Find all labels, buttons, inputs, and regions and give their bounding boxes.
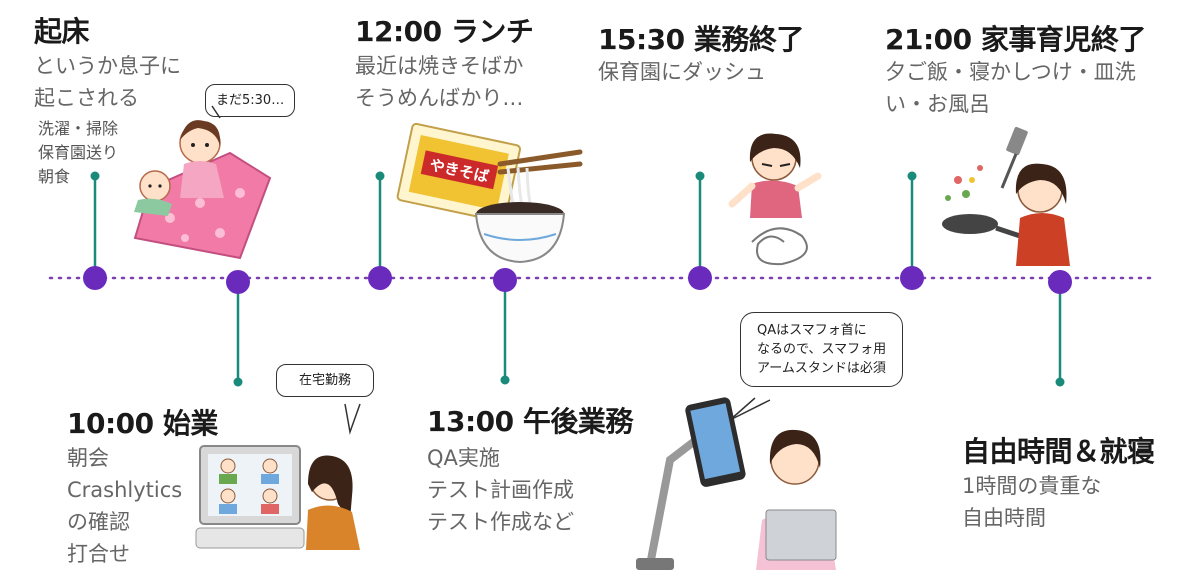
afternoon-speech-bubble: QAはスマフォ首に なるので、スマフォ用 アームスタンドは必須 bbox=[740, 312, 904, 387]
lunch-title: 12:00 ランチ bbox=[355, 15, 534, 48]
end-title: 15:30 業務終了 bbox=[598, 23, 804, 56]
cooking-illustration bbox=[942, 126, 1070, 266]
afternoon-desc: QA実施 テスト計画作成 テスト作成など bbox=[427, 446, 574, 534]
home-title: 21:00 家事育児終了 bbox=[885, 23, 1146, 56]
start-desc: 朝会 Crashlytics の確認 打合せ bbox=[67, 446, 183, 566]
yakisoba-illustration: やきそば bbox=[396, 122, 583, 264]
timeline-node-start bbox=[226, 270, 250, 294]
afternoon-title: 13:00 午後業務 bbox=[427, 405, 633, 438]
timeline-node-free bbox=[1048, 270, 1072, 294]
remote-work-illustration bbox=[195, 403, 361, 550]
stem-end-dot bbox=[500, 375, 510, 385]
free-desc: 1時間の貴重な 自由時間 bbox=[962, 474, 1102, 530]
stem-end-dot bbox=[90, 171, 100, 181]
timeline-node-home bbox=[900, 266, 924, 290]
wake-desc: というか息子に 起こされる bbox=[34, 54, 181, 110]
timeline-stems bbox=[93, 176, 1062, 382]
home-desc: 夕ご飯・寝かしつけ・皿洗 い・お風呂 bbox=[885, 60, 1136, 116]
running-woman-illustration bbox=[728, 133, 822, 266]
free-title: 自由時間＆就寝 bbox=[962, 435, 1155, 468]
phone-arm-illustration bbox=[636, 397, 837, 570]
timeline-node-lunch bbox=[368, 266, 392, 290]
timeline-node-afternoon bbox=[493, 268, 517, 292]
timeline-node-wake bbox=[83, 266, 107, 290]
stem-end-dot bbox=[375, 171, 385, 181]
start-speech-bubble: 在宅勤務 bbox=[276, 364, 375, 397]
stem-end-dot bbox=[695, 171, 705, 181]
stem-end-dot bbox=[233, 377, 243, 387]
timeline-node-end bbox=[688, 266, 712, 290]
stem-end-dot bbox=[907, 171, 917, 181]
wake-speech-bubble: まだ5:30… bbox=[205, 84, 296, 117]
wake-illustration bbox=[133, 105, 272, 260]
wake-extra: 洗濯・掃除 保育園送り 朝食 bbox=[38, 119, 119, 186]
end-desc: 保育園にダッシュ bbox=[598, 60, 766, 84]
lunch-desc: 最近は焼きそばか そうめんばかり… bbox=[355, 54, 524, 110]
wake-title: 起床 bbox=[34, 15, 90, 48]
stem-end-dot bbox=[1055, 377, 1065, 387]
start-title: 10:00 始業 bbox=[67, 407, 218, 440]
